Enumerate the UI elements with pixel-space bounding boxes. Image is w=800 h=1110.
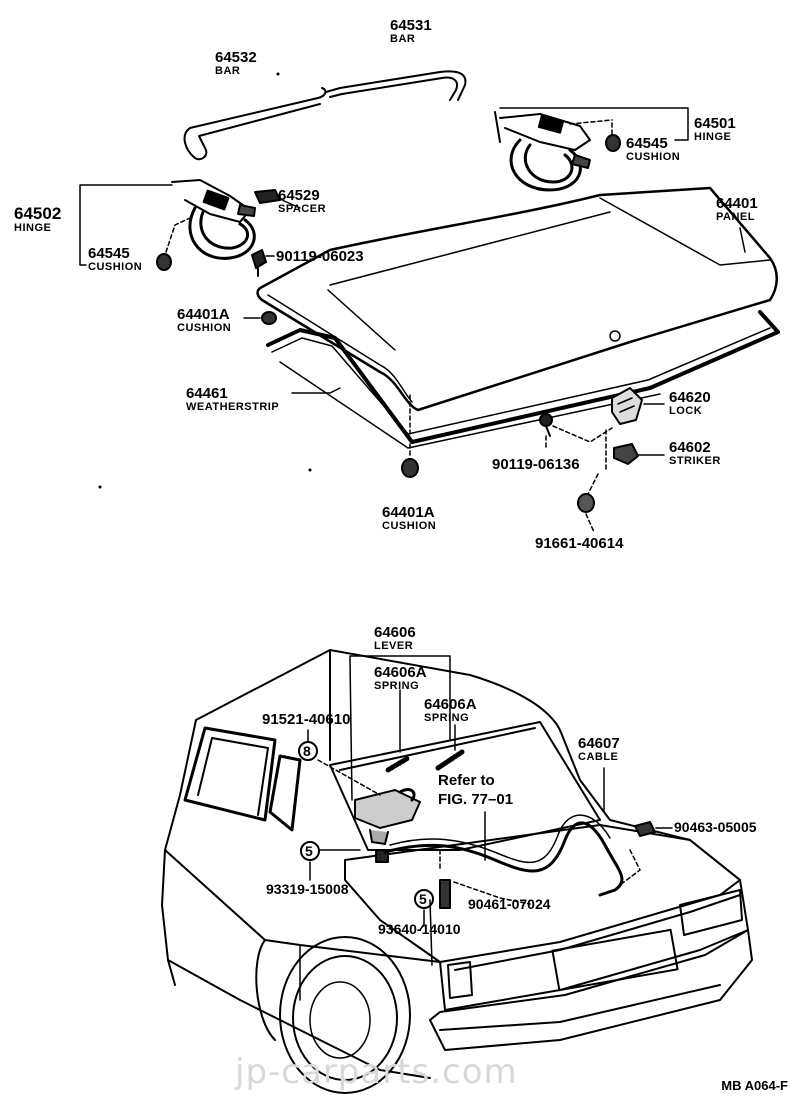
leader-90461-07024 (439, 849, 531, 905)
cushion-64545b-shape (156, 253, 172, 271)
label-93319-15008: 93319-15008 (266, 881, 349, 897)
leader-64606 (349, 655, 451, 801)
striker-64602-shape (613, 443, 639, 465)
marker-circle-5b (414, 889, 434, 909)
cable-64607-inner (389, 814, 611, 864)
label-91661-40614: 91661-40614 (535, 535, 624, 552)
leader-93319-15008 (309, 849, 361, 881)
cushion-64401A-top-shape (261, 311, 277, 325)
label-90119-06136: 90119-06136 (492, 456, 580, 473)
leader-64501 (499, 107, 689, 141)
spring-64606A-1-shape (385, 755, 411, 773)
leader-64545a (569, 119, 613, 135)
leader-90119-06136 (545, 425, 613, 449)
leader-90463-extra (619, 849, 641, 886)
bolt-90461-07024-shape (439, 879, 451, 909)
nut-91661-40614-shape (577, 493, 595, 513)
marker-circle-5a (300, 841, 320, 861)
leader-64461 (291, 387, 341, 394)
hinge-64502-drawing (171, 179, 256, 260)
leader-64529 (281, 199, 301, 209)
leader-64502 (79, 184, 173, 266)
marker-8: 8 (303, 743, 311, 759)
lock-64620-drawing (611, 387, 643, 425)
bolt-90119-06023-shape (251, 249, 267, 277)
car-body-drawing (161, 649, 753, 1094)
leader-91661-40614 (585, 473, 599, 533)
clip-90463-05005-shape (634, 821, 656, 837)
reference-note: Refer to FIG. 77–01 (438, 772, 514, 808)
bolt-90119-06136-shape (539, 413, 553, 437)
label-90461-07024: 90461-07024 (468, 896, 551, 912)
cushion-64401A-bottom-shape (401, 458, 419, 478)
cable-64607-drawing (383, 821, 624, 897)
leader-64401 (739, 227, 746, 253)
spacer-64529-shape (254, 189, 281, 204)
hinge-64501-drawing (494, 111, 591, 192)
label-90463-05005: 90463-05005 (674, 819, 757, 835)
marker-circle-8 (298, 741, 318, 761)
spring-64606A-2-shape (435, 749, 465, 771)
bar-64531-drawing (325, 70, 467, 101)
label-93640-14010: 93640-14010 (378, 921, 461, 937)
marker-5b: 5 (419, 891, 427, 907)
cushion-64545a-shape (605, 134, 621, 152)
watermark: jp-carparts.com (235, 1052, 518, 1092)
panel-64401-drawing (256, 186, 778, 412)
lever-64606-drawing (354, 788, 421, 863)
label-91521-40610: 91521-40610 (262, 711, 351, 728)
leader-64545b (165, 217, 191, 253)
marker-5a: 5 (305, 843, 313, 859)
figure-code: MB A064-F (721, 1078, 788, 1093)
leader-93640-14010 (419, 909, 425, 931)
bar-64532-drawing (183, 87, 327, 161)
weatherstrip-64461-drawing (266, 310, 780, 449)
label-90119-06023: 90119-06023 (276, 248, 364, 265)
leader-91521-dash (317, 759, 381, 796)
